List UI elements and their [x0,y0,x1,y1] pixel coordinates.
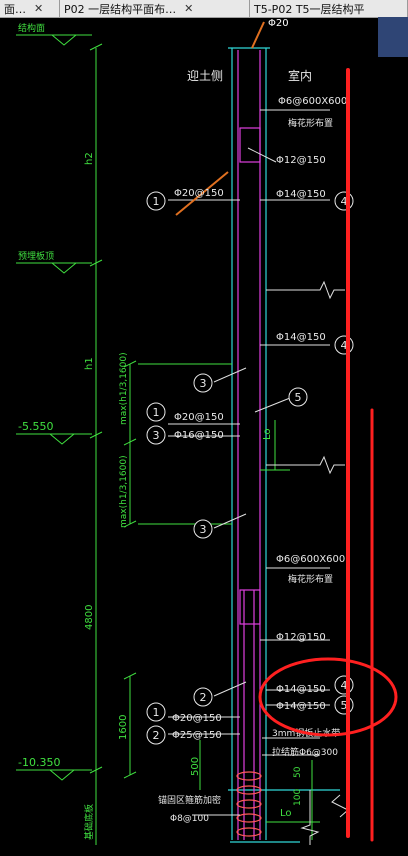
elev-2: -10.350 [18,756,60,769]
bubble-4c: 4 [341,679,348,692]
dim-100: 100 [293,789,303,806]
rebar-r16: Φ16@150 [174,430,224,441]
viewcube-corner[interactable] [378,17,408,57]
rebar-r14a: Φ14@150 [276,189,326,200]
bubble-3a: 3 [200,377,207,390]
bubble-5b: 5 [341,699,348,712]
dimension-lines [89,43,320,845]
elevation-markers [16,34,92,781]
bubble-4b: 4 [341,339,348,352]
rebar-r25: Φ25@150 [172,730,222,741]
orange-mark [175,171,229,216]
wall-outline [228,47,340,843]
close-icon[interactable]: ✕ [34,2,44,15]
tab-2-label: T5-P02 T5一层结构平 [254,2,365,16]
rebar-anchor: 锚固区箍筋加密 [158,794,221,806]
dim-max1: max(h1/3,1600) [119,352,129,425]
bubble-2b: 2 [153,729,160,742]
rebar-tie-mid: Φ6@600X600 [276,554,345,565]
rebar-r12a: Φ12@150 [276,155,326,166]
tab-2[interactable]: T5-P02 T5一层结构平 [250,0,408,17]
rebar-r20c: Φ20@150 [172,713,222,724]
cad-drawing-canvas[interactable]: Φ20 结构面 预埋板顶 -5.550 -10.350 [0,17,408,856]
elev-raft-bottom: 预埋板顶 [18,250,54,262]
rebar-tie-mid-note: 梅花形布置 [288,573,333,585]
dim-labels: h2 h1 max(h1/3,1600) max(h1/3,1600) 4800… [84,152,303,819]
tab-0[interactable]: 面… ✕ [0,0,60,17]
dim-500: 500 [190,757,201,776]
tab-0-label: 面… [4,2,26,16]
rebar-r20a: Φ20@150 [174,188,224,199]
base-slab-label: 基础底板 [83,804,95,840]
rebar-r12b: Φ12@150 [276,632,326,643]
elev-floor-top: 结构面 [18,22,45,34]
dim-max2: max(h1/3,1600) [119,455,129,528]
break-marks [266,280,349,845]
side-indoor: 室内 [288,68,312,83]
dim-50: 50 [293,766,303,778]
dim-h2: h2 [84,152,95,165]
side-soil: 迎土侧 [187,69,223,83]
bubble-2a: 2 [200,691,207,704]
dim-lo-2: Lo [280,808,292,819]
rebar-tie-top-note: 梅花形布置 [288,117,333,129]
dim-h1: h1 [84,357,95,370]
rebar-r14c: Φ14@150 [276,684,326,695]
bubble-3b: 3 [153,429,160,442]
dim-lo-1: Lo [262,428,273,440]
rebar-r14b: Φ14@150 [276,332,326,343]
tab-1[interactable]: P02 一层结构平面布… ✕ [60,0,250,17]
bubble-3c: 3 [200,523,207,536]
bubble-5a: 5 [295,391,302,404]
top-rebar-label: Φ20 [268,18,289,29]
rebar-tie-bar: 拉结筋Φ6@300 [272,746,338,758]
rebar-anchor-stirrup: Φ8@100 [170,814,209,824]
rebar-tie-top: Φ6@600X600 [278,96,347,107]
vertical-rebars [237,50,261,840]
dim-1600: 1600 [118,715,129,740]
elev-1: -5.550 [18,420,53,433]
red-markup [258,68,398,842]
close-icon[interactable]: ✕ [184,2,194,15]
rebar-r20b: Φ20@150 [174,412,224,423]
bubble-1c: 1 [153,706,160,719]
top-rebar-mark [251,21,265,49]
tab-1-label: P02 一层结构平面布… [64,2,177,16]
bubble-1a: 1 [153,195,160,208]
dim-4800: 4800 [84,605,95,630]
bubble-4a: 4 [341,195,348,208]
anchor-stirrups [236,771,262,837]
bubble-1b: 1 [153,406,160,419]
tab-bar: 面… ✕ P02 一层结构平面布… ✕ T5-P02 T5一层结构平 [0,0,408,18]
leader-lines [168,109,330,816]
rebar-r14d: Φ14@150 [276,701,326,712]
bubbles [146,191,354,745]
